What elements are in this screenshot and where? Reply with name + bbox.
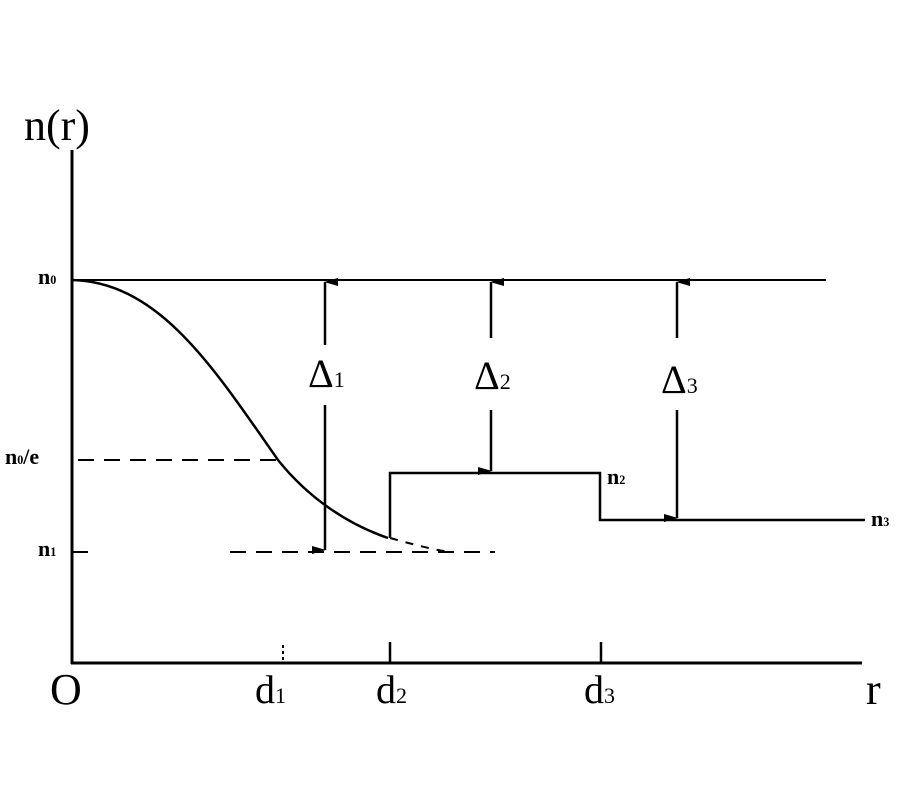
n3-label: n3: [871, 508, 889, 530]
d1-base: d: [255, 667, 275, 712]
d3-base: d: [584, 667, 604, 712]
n3-sub: 3: [883, 515, 890, 529]
n0-label: n0: [38, 266, 56, 288]
d2-base: d: [376, 667, 396, 712]
n0e-suffix: /e: [23, 444, 40, 469]
x-axis-label: r: [866, 665, 881, 714]
delta2-base: Δ: [474, 353, 500, 398]
n1-sub: 1: [50, 545, 57, 559]
d3-label: d3: [584, 670, 615, 710]
d1-sub: 1: [275, 683, 286, 708]
delta3-sub: 3: [686, 373, 698, 398]
n0e-base: n: [5, 444, 18, 469]
n2-base: n: [607, 464, 620, 489]
d3-sub: 3: [604, 683, 615, 708]
delta1-label: Δ1: [308, 354, 345, 394]
delta2-sub: 2: [499, 369, 511, 394]
n0e-label: n0/e: [5, 446, 39, 468]
delta2-label: Δ2: [474, 356, 511, 396]
d1-label: d1: [255, 670, 286, 710]
y-axis-label: n(r): [24, 101, 90, 150]
n0-sub: 0: [50, 273, 57, 287]
d2-sub: 2: [396, 683, 407, 708]
delta3-base: Δ: [661, 357, 687, 402]
step-profile: [388, 471, 865, 538]
n2-sub: 2: [619, 473, 626, 487]
n2-label: n2: [607, 466, 625, 488]
n3-base: n: [871, 506, 884, 531]
origin-label: O: [50, 665, 82, 714]
delta3-label: Δ3: [661, 360, 698, 400]
n1-label: n1: [38, 538, 56, 560]
delta1-sub: 1: [333, 367, 345, 392]
n1-base: n: [38, 536, 51, 561]
d2-label: d2: [376, 670, 407, 710]
gaussian-extension-dashed: [389, 537, 451, 553]
gaussian-profile-curve: [71, 278, 389, 540]
n0e-sub: 0: [17, 453, 24, 467]
delta1-base: Δ: [308, 351, 334, 396]
n0-base: n: [38, 264, 51, 289]
